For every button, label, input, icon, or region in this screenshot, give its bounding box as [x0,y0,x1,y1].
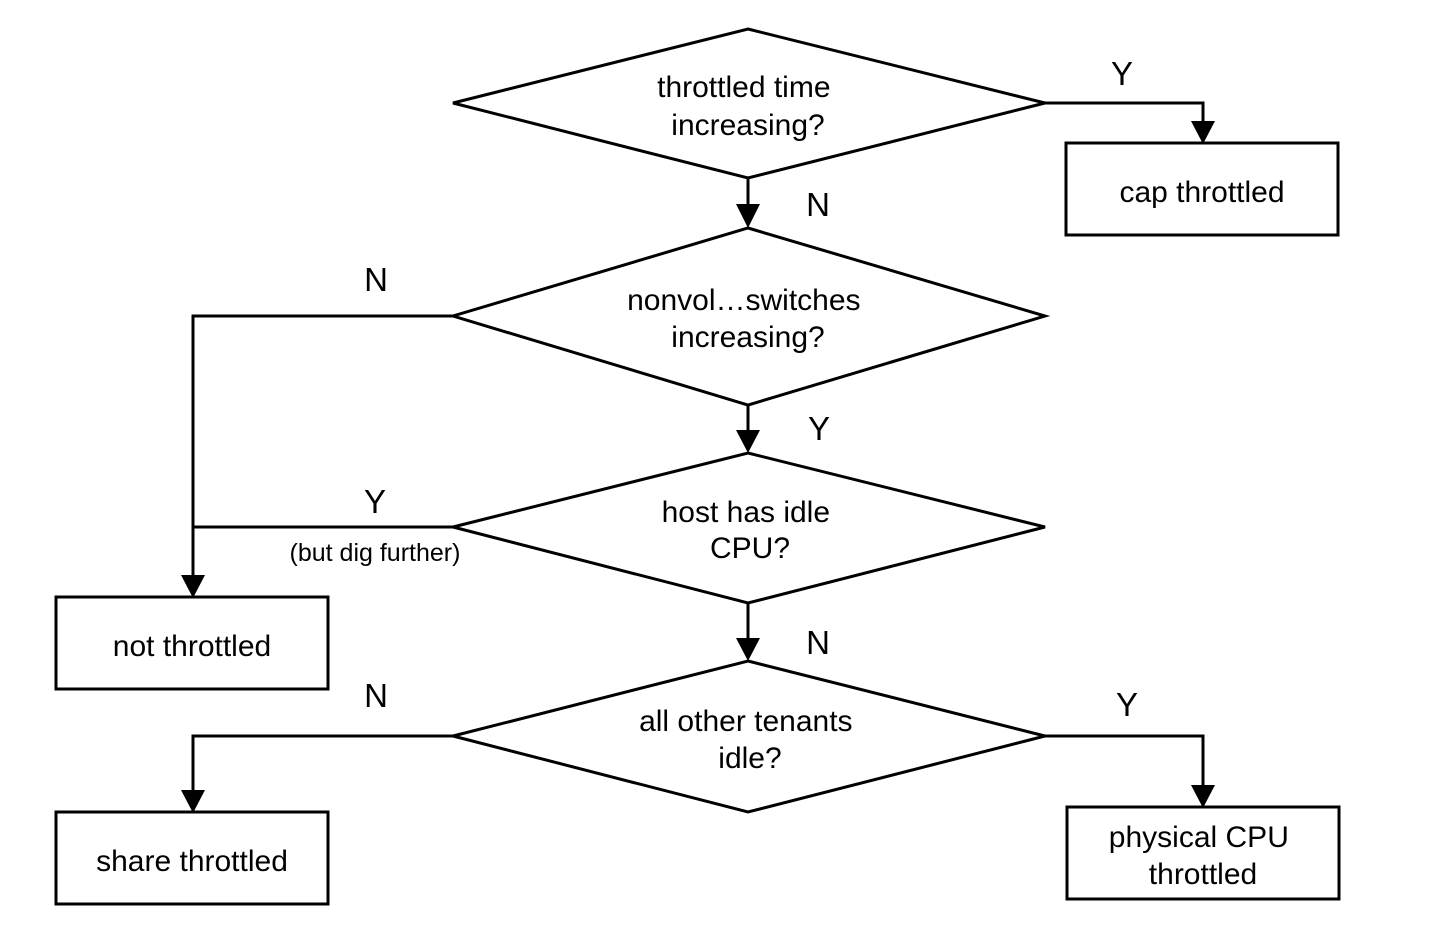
decision-nonvol-switches-line2: increasing? [671,321,824,354]
arrowhead-share-throttled [181,790,205,813]
decision-host-idle-line2: CPU? [710,532,790,565]
arrowhead-tenants-idle [736,638,760,661]
edge-label-tenants-idle-no: N [364,677,388,714]
outcome-share-throttled-label: share throttled [96,845,288,878]
decision-throttled-time: throttled time increasing? [452,27,1046,180]
outcome-cap-throttled: cap throttled [1064,141,1340,237]
decision-throttled-time-shape [452,27,1046,180]
edge-note-host-idle-yes: (but dig further) [290,539,461,567]
decision-tenants-idle: all other tenants idle? [452,659,1046,814]
edge-throttled-time-yes [1045,101,1205,122]
outcome-not-throttled-box [54,595,330,691]
edge-nonvol-no [191,314,453,576]
edge-label-tenants-idle-yes: Y [1116,686,1138,723]
decision-throttled-time-label: throttled time increasing? [657,71,839,142]
edge-label-throttled-time-no: N [806,186,830,223]
outcome-physical-cpu-throttled-line1: physical CPU [1109,821,1289,854]
decision-nonvol-switches-label: nonvol…switches increasing? [627,284,869,354]
edge-tenants-idle-no [191,734,453,791]
outcome-cap-throttled-label: cap throttled [1119,176,1284,209]
outcome-not-throttled-label: not throttled [113,630,271,663]
edge-labels: Y N N Y Y (but dig further) N N Y [290,55,1138,723]
decision-tenants-idle-shape [452,659,1046,814]
decision-host-idle-shape [452,451,1046,605]
edge-label-nonvol-no: N [364,261,388,298]
edge-label-host-idle-yes: Y [364,483,386,520]
decision-host-idle: host has idle CPU? [452,451,1046,605]
outcome-share-throttled: share throttled [54,810,330,906]
outcome-physical-cpu-throttled-line2: throttled [1149,858,1257,891]
arrowhead-cap-throttled [1191,121,1215,144]
edges [181,101,1215,813]
arrowhead-not-throttled [181,575,205,598]
outcome-share-throttled-box [54,810,330,906]
outcome-physical-cpu-throttled-box [1065,805,1341,901]
arrowhead-physical-cpu [1191,785,1215,808]
decision-nonvol-switches-line1: nonvol…switches [627,284,860,317]
outcome-physical-cpu-throttled: physical CPU throttled [1065,805,1341,901]
decision-tenants-idle-line2: idle? [718,742,781,775]
decision-host-idle-label: host has idle CPU? [662,496,839,565]
arrowhead-host-idle [736,430,760,453]
arrowhead-nonvol [736,204,760,228]
edge-label-throttled-time-yes: Y [1111,55,1133,92]
decision-throttled-time-line1: throttled time [657,71,830,104]
edge-label-host-idle-no: N [806,624,830,661]
outcome-physical-cpu-throttled-label: physical CPU throttled [1109,821,1297,891]
decision-tenants-idle-label: all other tenants idle? [639,705,861,775]
decision-nonvol-switches-shape [447,226,1051,407]
edge-tenants-idle-yes [1045,734,1205,786]
decision-tenants-idle-line1: all other tenants [639,705,852,738]
decision-host-idle-line1: host has idle [662,496,830,529]
edge-label-nonvol-yes: Y [808,410,830,447]
outcome-cap-throttled-box [1064,141,1340,237]
decision-nonvol-switches: nonvol…switches increasing? [447,226,1051,407]
outcome-not-throttled: not throttled [54,595,330,691]
decision-throttled-time-line2: increasing? [671,109,824,142]
